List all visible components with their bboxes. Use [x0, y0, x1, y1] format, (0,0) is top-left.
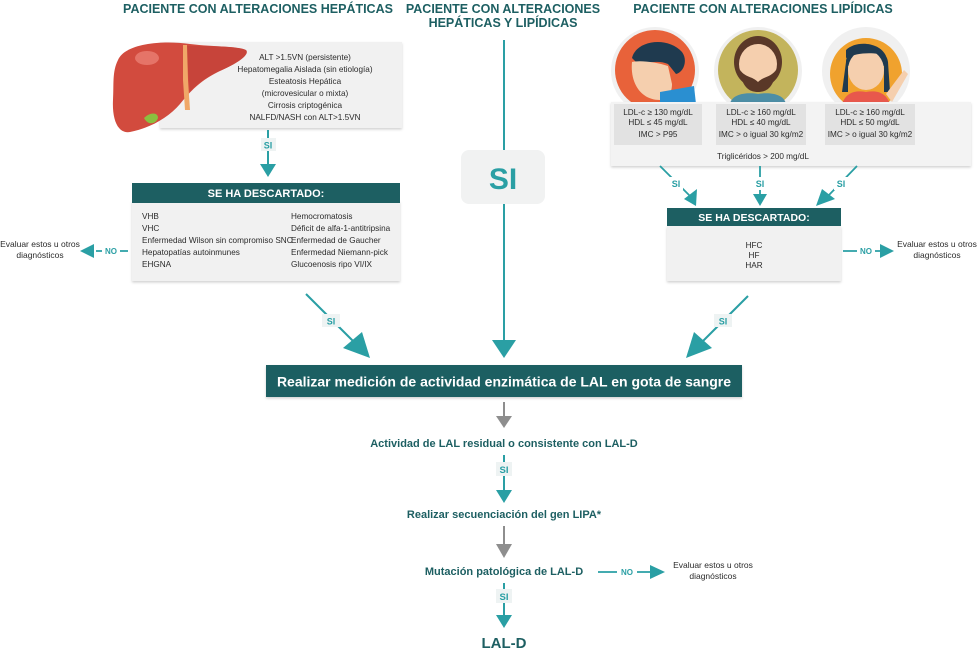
- sequencing-step-label: Realizar secuenciación del gen LIPA*: [407, 509, 602, 521]
- evaluate-text-right-line2: diagnósticos: [913, 250, 960, 260]
- hepatic-criterion: Hepatomegalia Aislada (sin etiología): [237, 65, 372, 74]
- woman-avatar-icon: [822, 27, 910, 115]
- si-label: SI: [264, 141, 273, 151]
- header-lipid: PACIENTE CON ALTERACIONES LIPÍDICAS: [633, 1, 893, 16]
- liver-icon: [112, 42, 247, 133]
- arrow-hepatic-no: NO: [80, 244, 128, 258]
- arrow-activity-si: SI: [496, 455, 512, 503]
- evaluate-text-left-line1: Evaluar estos u otros: [0, 239, 80, 249]
- ruled-out-item: Hepatopatías autoinmunes: [142, 248, 240, 257]
- ruled-out-item: HFC: [746, 241, 763, 250]
- lipid-criterion: LDL-c ≥ 130 mg/dL: [623, 108, 693, 117]
- arrow-measure-to-activity: [496, 402, 512, 428]
- arrow-center: SI: [461, 40, 545, 358]
- hepatic-criterion: Esteatosis Hepática: [269, 77, 342, 86]
- man-avatar-icon: [714, 27, 802, 115]
- si-label: SI: [719, 317, 728, 327]
- hepatic-criterion: NALFD/NASH con ALT>1.5VN: [249, 113, 360, 122]
- si-label: SI: [837, 179, 846, 189]
- evaluate-text-bottom-line2: diagnósticos: [689, 571, 736, 581]
- ruled-out-item: Déficit de alfa-1-antitripsina: [291, 224, 391, 233]
- arrow-woman-si: SI: [816, 165, 858, 206]
- ruled-out-item: EHGNA: [142, 260, 172, 269]
- si-label: SI: [500, 592, 509, 603]
- evaluate-text-bottom-line1: Evaluar estos u otros: [673, 560, 753, 570]
- si-label: SI: [500, 465, 509, 476]
- hepatic-criterion: ALT >1.5VN (persistente): [259, 53, 351, 62]
- arrow-child-si: SI: [659, 165, 697, 206]
- ruled-out-item: VHB: [142, 212, 159, 221]
- si-label: SI: [756, 179, 765, 189]
- lipid-criterion: LDL-c ≥ 160 mg/dL: [726, 108, 796, 117]
- header-both-line1: PACIENTE CON ALTERACIONES: [406, 2, 600, 16]
- result-label: LAL-D: [482, 635, 527, 651]
- center-si-label: SI: [489, 163, 517, 196]
- ruled-out-item: Hemocromatosis: [291, 212, 352, 221]
- lipid-criterion: HDL ≤ 45 mg/dL: [628, 118, 688, 127]
- ruled-out-item: Glucoenosis ripo VI/IX: [291, 260, 373, 269]
- evaluate-text-right-line1: Evaluar estos u otros: [897, 239, 977, 249]
- arrow-man-si: SI: [752, 166, 768, 206]
- lipid-criterion: HDL ≤ 40 mg/dL: [731, 118, 791, 127]
- lipid-criterion: IMC > P95: [639, 130, 678, 139]
- lipid-criterion: IMC > o igual 30 kg/m2: [828, 130, 913, 139]
- header-hepatic: PACIENTE CON ALTERACIONES HEPÁTICAS: [123, 1, 393, 16]
- no-label: NO: [860, 247, 872, 256]
- arrow-mutation-si: SI: [496, 583, 512, 628]
- hepatic-criterion: Cirrosis criptogénica: [268, 101, 343, 110]
- mutation-step-label: Mutación patológica de LAL-D: [425, 566, 583, 578]
- lipid-criterion: HDL ≤ 50 mg/dL: [840, 118, 900, 127]
- lipid-criterion: LDL-c ≥ 160 mg/dL: [835, 108, 905, 117]
- arrow-lipid-to-measure: SI: [686, 295, 749, 358]
- arrow-sequencing-to-mutation: [496, 526, 512, 558]
- lipid-criterion: IMC > o igual 30 kg/m2: [719, 130, 804, 139]
- ruled-out-item: HAR: [745, 261, 762, 270]
- header-both-line2: HEPÁTICAS Y LIPÍDICAS: [429, 15, 578, 30]
- ruled-out-title: SE HA DESCARTADO:: [208, 188, 325, 200]
- ruled-out-item: HF: [749, 251, 760, 260]
- hepatic-ruled-out-box: SE HA DESCARTADO: VHB VHC Enfermedad Wil…: [132, 183, 400, 281]
- no-label: NO: [105, 247, 117, 256]
- activity-step-label: Actividad de LAL residual o consistente …: [370, 438, 638, 450]
- ruled-out-item: VHC: [142, 224, 159, 233]
- triglycerides-criterion: Triglicéridos > 200 mg/dL: [717, 152, 809, 161]
- hepatic-criterion: (microvesicular o mixta): [262, 89, 349, 98]
- evaluate-text-left-line2: diagnósticos: [16, 250, 63, 260]
- arrow-hepatic-to-measure: SI: [305, 293, 370, 358]
- ruled-out-title: SE HA DESCARTADO:: [698, 212, 809, 224]
- child-avatar-icon: [611, 27, 699, 115]
- ruled-out-item: Enfermedad de Gaucher: [291, 236, 381, 245]
- measure-step-box: Realizar medición de actividad enzimátic…: [266, 365, 742, 397]
- measure-step-label: Realizar medición de actividad enzimátic…: [277, 374, 731, 390]
- lipid-ruled-out-box: SE HA DESCARTADO: HFC HF HAR: [667, 208, 841, 281]
- lipid-criteria-panel: LDL-c ≥ 130 mg/dL HDL ≤ 45 mg/dL IMC > P…: [611, 102, 971, 166]
- arrow-hepatic-si: SI: [260, 130, 276, 177]
- si-label: SI: [327, 317, 336, 327]
- ruled-out-item: Enfermedad Wilson sin compromiso SNC: [142, 236, 293, 245]
- arrow-mutation-no: NO: [598, 565, 665, 579]
- no-label: NO: [621, 568, 633, 577]
- ruled-out-item: Enfermedad Niemann-pick: [291, 248, 389, 257]
- si-label: SI: [672, 179, 681, 189]
- arrow-lipid-no: NO: [843, 244, 894, 258]
